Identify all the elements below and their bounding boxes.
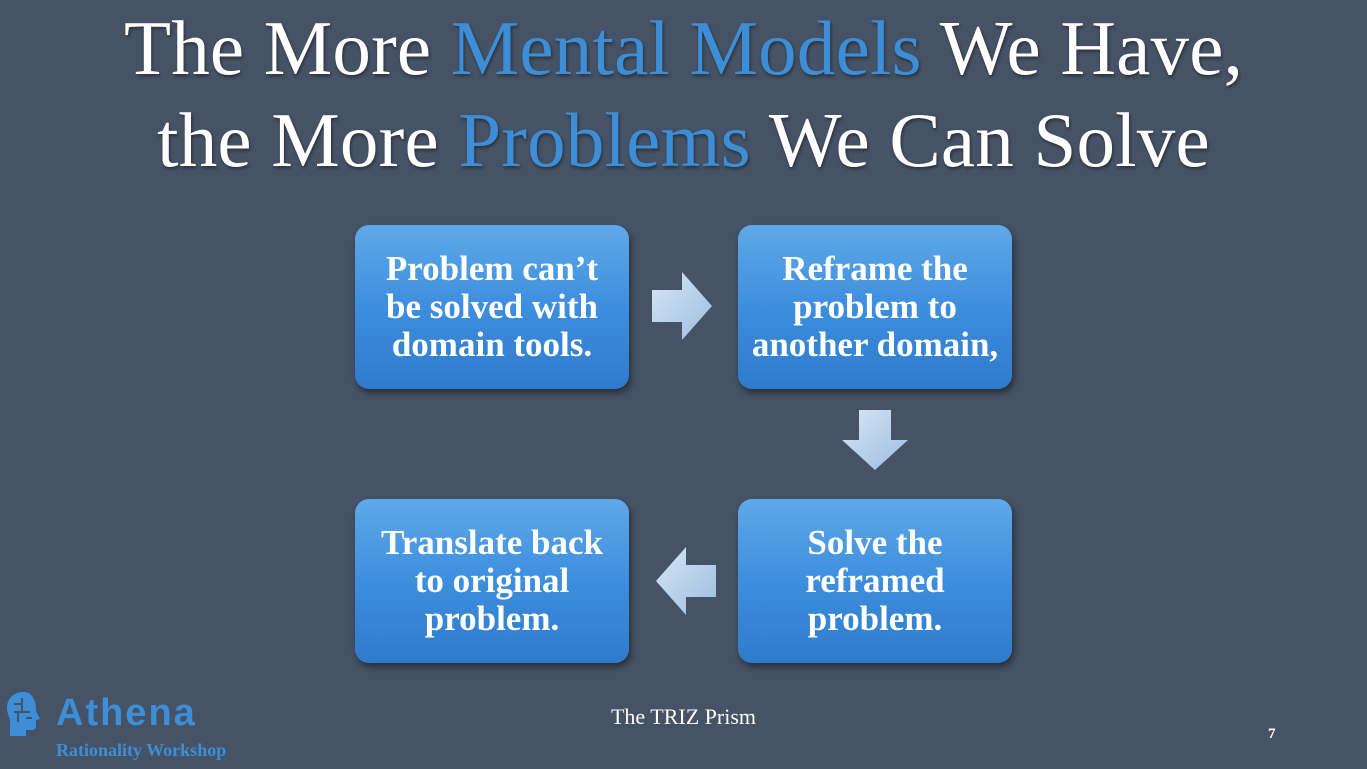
step-box-4: Translate back to original problem. (355, 499, 629, 663)
step-box-2: Reframe the problem to another domain, (738, 225, 1012, 389)
step-label: Reframe the problem to another domain, (751, 249, 999, 364)
title-accent-mental-models: Mental Models (450, 5, 922, 91)
title-text: The More (123, 5, 451, 91)
arrow-right-icon (652, 272, 712, 340)
page-number: 7 (1268, 726, 1276, 742)
step-label: Solve the reframed problem. (805, 523, 945, 638)
step-box-3: Solve the reframed problem. (738, 499, 1012, 663)
logo-subtitle: Rationality Workshop (56, 740, 227, 760)
title-line-2: the More Problems We Can Solve (0, 94, 1367, 186)
arrow-left-icon (656, 547, 716, 615)
step-label: Translate back to original problem. (381, 523, 603, 638)
logo-name: Athena (56, 692, 197, 734)
step-box-1: Problem can’t be solved with domain tool… (355, 225, 629, 389)
title-text: the More (157, 97, 459, 183)
step-label: Problem can’t be solved with domain tool… (385, 249, 599, 364)
head-puzzle-icon (7, 692, 40, 736)
slide-title: The More Mental Models We Have, the More… (0, 2, 1367, 186)
slide-caption: The TRIZ Prism (610, 704, 757, 729)
title-line-1: The More Mental Models We Have, (0, 2, 1367, 94)
arrow-down-icon (842, 410, 908, 470)
title-text: We Can Solve (750, 97, 1210, 183)
title-text: We Have, (921, 5, 1244, 91)
title-accent-problems: Problems (458, 97, 751, 183)
